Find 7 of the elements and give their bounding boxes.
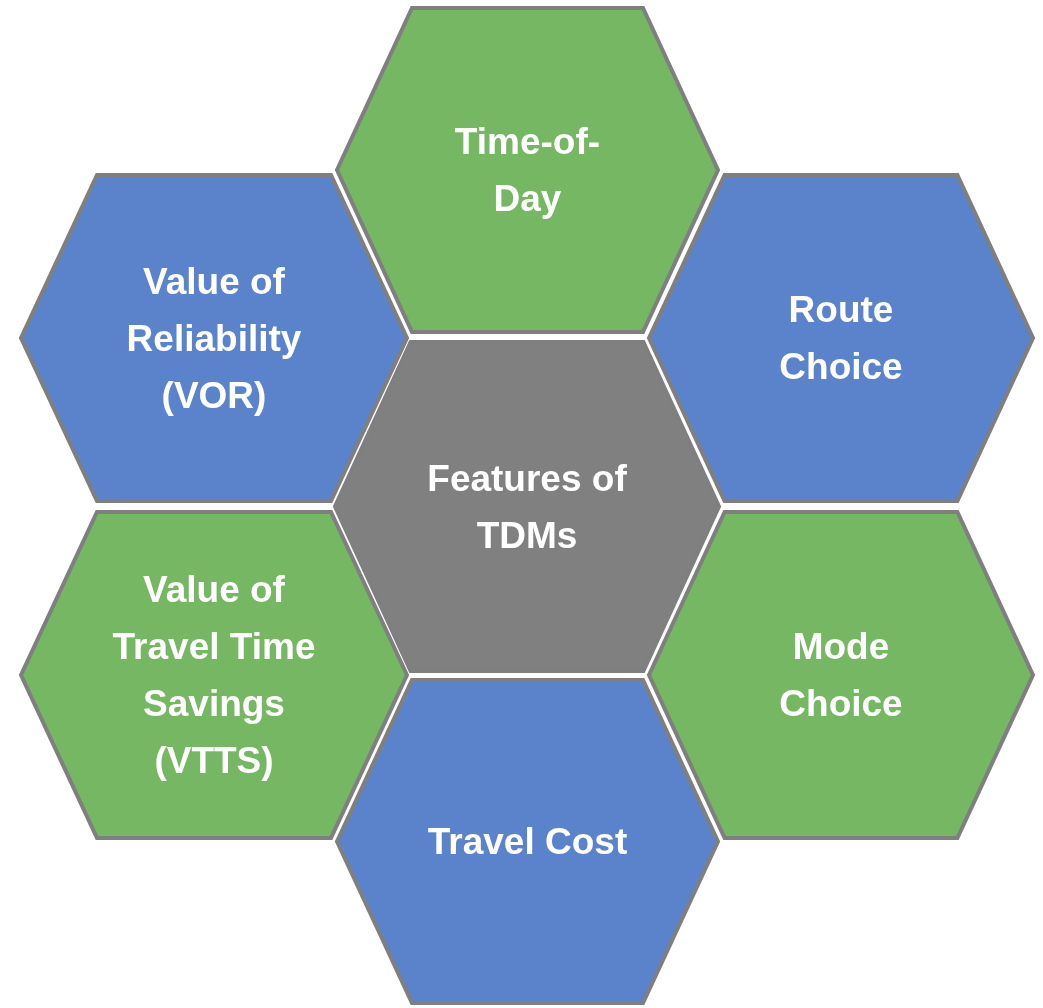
hexagon-label: Travel Cost: [427, 820, 628, 864]
hexagon-label: Mode Choice: [778, 625, 904, 726]
hexagon-label: Route Choice: [778, 288, 904, 389]
hexagon-label: Value of Travel Time Savings (VTTS): [111, 568, 317, 783]
hexagon-label: Time-of-Day: [453, 120, 602, 221]
hexagon-label: Value of Reliability (VOR): [125, 259, 303, 418]
hexagon-label: Features of TDMs: [426, 456, 628, 558]
